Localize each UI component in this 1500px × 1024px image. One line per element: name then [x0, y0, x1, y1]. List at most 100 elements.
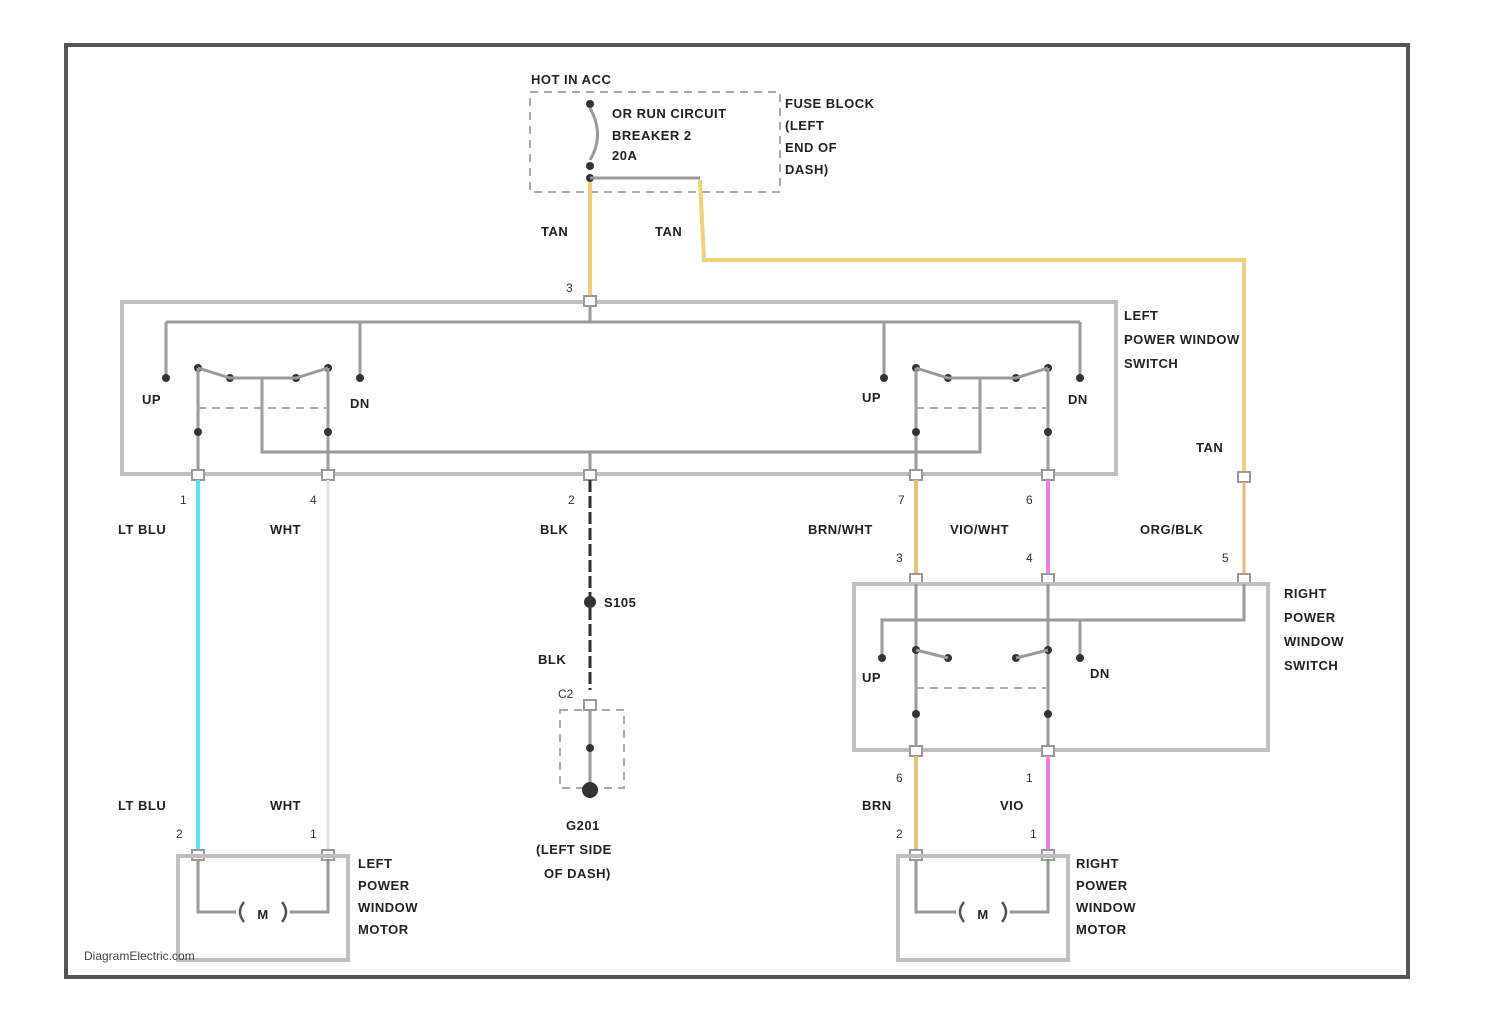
left-switch-terminal-6 — [1042, 470, 1054, 480]
org-blk-label: ORG/BLK — [1140, 522, 1204, 537]
splice-s105-dot — [584, 596, 596, 608]
lt-blu-label-top: LT BLU — [118, 522, 166, 537]
right-motor-label-3: WINDOW — [1076, 900, 1136, 915]
ground-label-1: G201 — [566, 818, 600, 833]
right-switch-label-4: SWITCH — [1284, 658, 1338, 673]
left-dn-label: DN — [350, 396, 370, 411]
left-switch-pin-4: 4 — [310, 493, 317, 507]
right-switch-outputs — [916, 368, 1048, 470]
right-switch-label-2: POWER — [1284, 610, 1336, 625]
right-switch-pin-5: 5 — [1222, 551, 1229, 565]
right-out-7-dot — [912, 428, 920, 436]
rsw-up-contact — [878, 654, 886, 662]
right-motor-pin-1: 1 — [1030, 827, 1037, 841]
tan-label-1: TAN — [541, 224, 568, 239]
right-dn-contact — [1076, 374, 1084, 382]
right-switch-lever — [916, 368, 1048, 378]
splice-label: S105 — [604, 595, 636, 610]
fuse-block-label-4: DASH) — [785, 162, 829, 177]
left-switch-outline — [122, 302, 1116, 474]
lt-blu-label-bottom: LT BLU — [118, 798, 166, 813]
left-switch-terminal-1 — [192, 470, 204, 480]
ground-symbol-icon — [582, 782, 598, 798]
left-motor-leads — [198, 860, 328, 912]
blk-label-top: BLK — [540, 522, 568, 537]
ground-circuit: S105 BLK C2 G201 (LEFT SIDE OF DASH) — [536, 595, 636, 881]
vio-label: VIO — [1000, 798, 1024, 813]
ground-eyelet-dot — [586, 744, 594, 752]
rsw-up-label: UP — [862, 670, 881, 685]
rsw-dn-label: DN — [1090, 666, 1110, 681]
left-switch-label-3: SWITCH — [1124, 356, 1178, 371]
left-switch-terminal-2 — [584, 470, 596, 480]
right-motor-label-2: POWER — [1076, 878, 1128, 893]
fuse-block-label-2: (LEFT — [785, 118, 824, 133]
right-switch-pin-1: 1 — [1026, 771, 1033, 785]
left-switch-pin-1: 1 — [180, 493, 187, 507]
left-switch-lever — [198, 368, 328, 378]
rsw-dn-contact — [1076, 654, 1084, 662]
tan-label-3: TAN — [1196, 440, 1223, 455]
hot-in-acc-label: HOT IN ACC — [531, 72, 611, 87]
right-switch-terminal-1 — [1042, 746, 1054, 756]
brn-label: BRN — [862, 798, 892, 813]
brn-wht-label: BRN/WHT — [808, 522, 873, 537]
right-motor-symbol: M — [977, 907, 988, 922]
left-motor-label-2: POWER — [358, 878, 410, 893]
left-motor-symbol: M — [257, 907, 268, 922]
ground-pin-label: C2 — [558, 687, 574, 701]
right-switch-pin-3: 3 — [896, 551, 903, 565]
left-switch-label-1: LEFT — [1124, 308, 1159, 323]
tan-wire-2 — [700, 180, 1244, 478]
right-motor-label-4: MOTOR — [1076, 922, 1127, 937]
circuit-breaker-block: HOT IN ACC OR RUN CIRCUIT BREAKER 2 20A … — [530, 72, 875, 192]
breaker-element-icon — [590, 108, 598, 160]
left-switch-terminal-7 — [910, 470, 922, 480]
left-out-4-dot — [324, 428, 332, 436]
right-switch-label-3: WINDOW — [1284, 634, 1344, 649]
tan-label-2: TAN — [655, 224, 682, 239]
left-motor-pin-1: 1 — [310, 827, 317, 841]
right-up-contact — [880, 374, 888, 382]
left-dn-contact — [356, 374, 364, 382]
left-motor-pin-2: 2 — [176, 827, 183, 841]
wht-label-top: WHT — [270, 522, 301, 537]
blk-label-bottom: BLK — [538, 652, 566, 667]
right-power-window-motor: 2 1 M RIGHT POWER WINDOW MOTOR — [896, 827, 1136, 960]
diagram-frame — [66, 45, 1408, 977]
right-motor-pin-2: 2 — [896, 827, 903, 841]
fuse-block-label-3: END OF — [785, 140, 837, 155]
left-motor-label-4: MOTOR — [358, 922, 409, 937]
left-switch-label-2: POWER WINDOW — [1124, 332, 1240, 347]
left-switch-contact-feeds — [166, 322, 1080, 376]
watermark: DiagramElectric.com — [84, 949, 195, 963]
right-up-label: UP — [862, 390, 881, 405]
left-power-window-motor: 2 1 M LEFT POWER WINDOW MOTOR — [176, 827, 418, 960]
left-up-label: UP — [142, 392, 161, 407]
ground-connector-terminal — [584, 700, 596, 710]
breaker-name2-label: BREAKER 2 — [612, 128, 692, 143]
left-switch-pin-top: 3 — [566, 281, 573, 295]
breaker-output-terminal — [586, 162, 594, 170]
right-out-6-dot — [1044, 428, 1052, 436]
left-up-contact — [162, 374, 170, 382]
left-switch-terminal-4 — [322, 470, 334, 480]
right-motor-label-1: RIGHT — [1076, 856, 1119, 871]
right-switch-passthrough — [916, 584, 1048, 746]
left-motor-label-1: LEFT — [358, 856, 393, 871]
left-motor-label-3: WINDOW — [358, 900, 418, 915]
rsw-out-right-dot — [1044, 710, 1052, 718]
left-switch-pin-2: 2 — [568, 493, 575, 507]
right-power-window-switch: 3 4 5 RIGHT POWER WINDOW SWITCH UP DN 6 … — [854, 551, 1344, 785]
left-out-1-dot — [194, 428, 202, 436]
ground-label-2: (LEFT SIDE — [536, 842, 612, 857]
left-power-window-switch: LEFT POWER WINDOW SWITCH 3 UP DN — [122, 281, 1250, 507]
right-switch-feed-bus — [882, 584, 1244, 656]
right-switch-pin-4: 4 — [1026, 551, 1033, 565]
rsw-out-left-dot — [912, 710, 920, 718]
right-switch-pin-6: 6 — [896, 771, 903, 785]
left-switch-pin-6: 6 — [1026, 493, 1033, 507]
right-switch-label-1: RIGHT — [1284, 586, 1327, 601]
wht-label-bottom: WHT — [270, 798, 301, 813]
